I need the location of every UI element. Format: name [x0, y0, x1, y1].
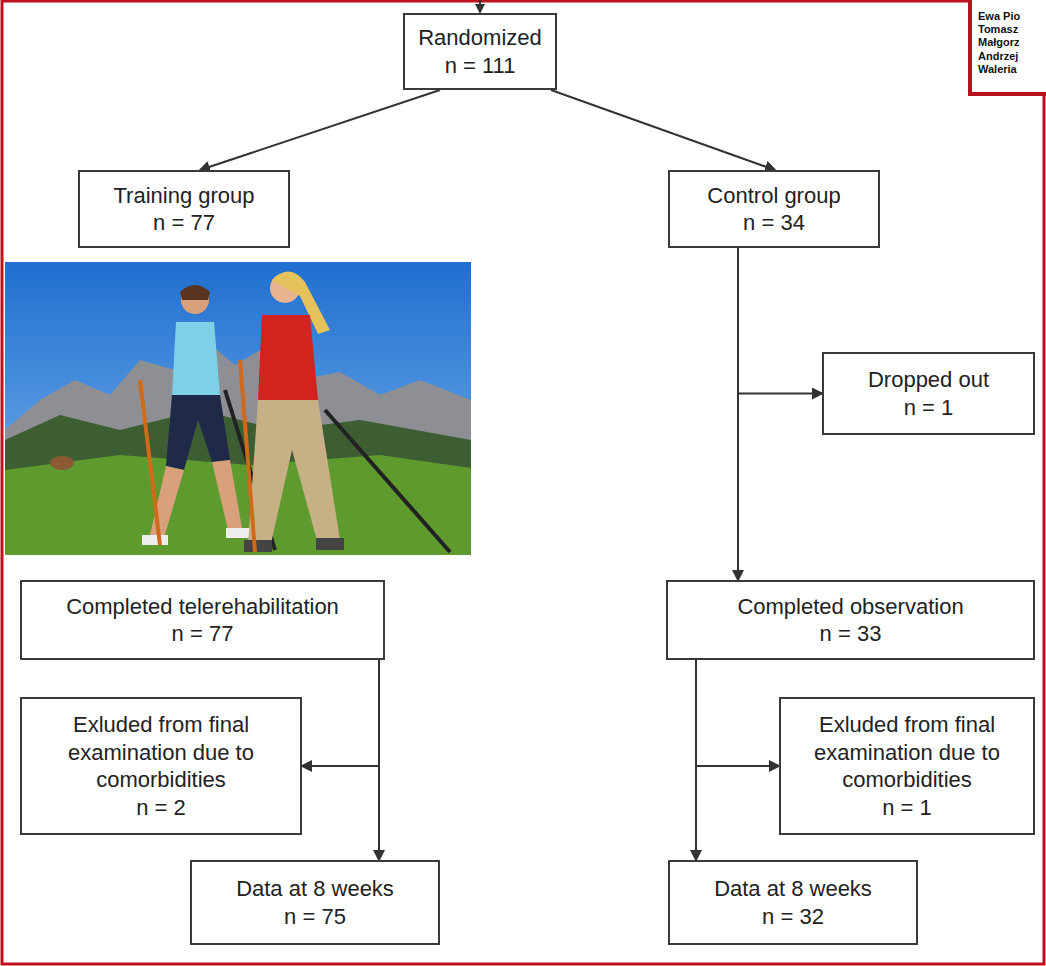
author-name: Andrzej [978, 50, 1046, 63]
box-title: Completed telerehabilitation [66, 593, 339, 621]
box-title: Completed observation [737, 593, 963, 621]
flow-arrow [378, 660, 380, 860]
author-name: Małgorz [978, 36, 1046, 49]
box-count: n = 77 [153, 209, 215, 237]
box-count: n = 33 [820, 620, 882, 648]
author-name: Tomasz [978, 23, 1046, 36]
nordic-walking-photo [5, 262, 471, 555]
flow-arrow [738, 248, 822, 394]
flow-box: Dropped outn = 1 [822, 352, 1035, 435]
flow-box: Completed observationn = 33 [666, 580, 1035, 660]
incoming-arrow [479, 0, 481, 12]
flow-box: Control groupn = 34 [668, 170, 880, 248]
box-title: Exluded from final examination due to co… [52, 711, 270, 794]
flow-box: Training groupn = 77 [78, 170, 290, 248]
flow-arrow [302, 660, 379, 766]
flow-box: Exluded from final examination due to co… [20, 697, 302, 835]
box-title: Data at 8 weeks [236, 875, 394, 903]
author-name: Waleria [978, 63, 1046, 76]
box-title: Dropped out [868, 366, 989, 394]
flow-arrow [696, 660, 779, 766]
flow-arrow [695, 660, 697, 860]
box-count: n = 75 [284, 903, 346, 931]
box-count: n = 1 [904, 394, 954, 422]
box-title: Randomized [418, 24, 542, 52]
box-title: Exluded from final examination due to co… [801, 711, 1013, 794]
box-count: n = 1 [882, 794, 932, 822]
box-title: Control group [707, 182, 840, 210]
box-count: n = 32 [762, 903, 824, 931]
flow-box: Exluded from final examination due to co… [779, 697, 1035, 835]
flow-box: Data at 8 weeksn = 32 [668, 860, 918, 945]
box-count: n = 111 [445, 52, 516, 80]
author-name: Ewa Pio [978, 10, 1046, 23]
box-title: Data at 8 weeks [714, 875, 872, 903]
flow-box: Completed telerehabilitationn = 77 [20, 580, 385, 660]
flow-arrow [200, 90, 440, 170]
flow-box: Data at 8 weeksn = 75 [190, 860, 440, 945]
box-count: n = 34 [743, 209, 805, 237]
author-panel: Ewa PioTomaszMałgorzAndrzejWaleria [968, 0, 1046, 96]
flow-arrow [551, 90, 775, 170]
flow-arrow [737, 248, 739, 580]
flow-box: Randomizedn = 111 [403, 13, 557, 90]
box-count: n = 77 [172, 620, 234, 648]
box-count: n = 2 [136, 794, 186, 822]
box-title: Training group [113, 182, 254, 210]
